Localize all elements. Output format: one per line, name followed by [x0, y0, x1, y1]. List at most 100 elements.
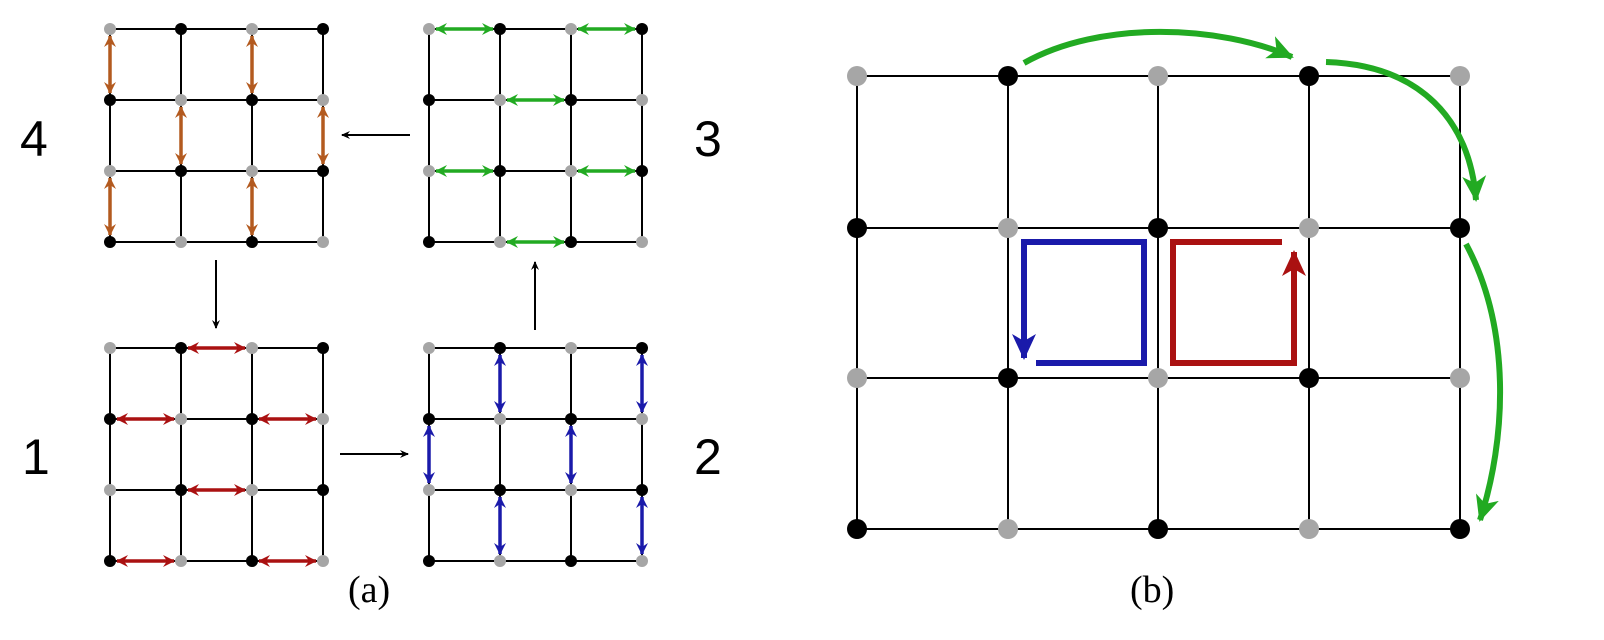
step-label-2: 2	[694, 429, 722, 485]
lattice-site	[565, 165, 577, 177]
lattice-site	[104, 555, 116, 567]
lattice-site	[317, 23, 329, 35]
lattice-site	[246, 23, 258, 35]
lattice-site	[494, 555, 506, 567]
lattice-site	[246, 165, 258, 177]
lattice-site	[1299, 66, 1319, 86]
lattice-site	[494, 342, 506, 354]
lattice-site	[175, 94, 187, 106]
lattice-site	[847, 218, 867, 238]
lattice-site	[565, 484, 577, 496]
lattice-site	[565, 555, 577, 567]
lattice-site	[565, 342, 577, 354]
lattice-site	[494, 484, 506, 496]
lattice-site	[317, 342, 329, 354]
green-hop-arrow-top	[1022, 28, 1294, 66]
lattice-site	[636, 555, 648, 567]
lattice-site	[998, 218, 1018, 238]
lattice-site	[494, 165, 506, 177]
lattice-site	[847, 368, 867, 388]
lattice-site	[317, 555, 329, 567]
lattice-site	[246, 94, 258, 106]
red-plaquette-loop-arrow	[1170, 239, 1306, 366]
lattice-site	[175, 484, 187, 496]
lattice-site	[104, 236, 116, 248]
lattice-site	[1148, 66, 1168, 86]
lattice-site	[104, 413, 116, 425]
lattice-site	[246, 236, 258, 248]
lattice-site	[175, 165, 187, 177]
lattice-site	[1450, 519, 1470, 539]
lattice-site	[565, 94, 577, 106]
lattice-site	[423, 165, 435, 177]
lattice-site	[636, 413, 648, 425]
lattice-site	[1450, 218, 1470, 238]
step-label-4: 4	[20, 111, 48, 167]
lattice-site	[565, 413, 577, 425]
lattice-site	[317, 165, 329, 177]
lattice-site	[1299, 218, 1319, 238]
lattice-site	[317, 236, 329, 248]
lattice-site	[423, 413, 435, 425]
lattice-site	[175, 23, 187, 35]
lattice-site	[565, 23, 577, 35]
lattice-site	[494, 236, 506, 248]
lattice-site	[494, 23, 506, 35]
lattice-step-2	[423, 342, 648, 567]
lattice-site	[104, 23, 116, 35]
lattice-site	[636, 23, 648, 35]
lattice-site	[1450, 66, 1470, 86]
lattice-site	[423, 94, 435, 106]
lattice-site	[494, 413, 506, 425]
lattice-site	[246, 484, 258, 496]
blue-plaquette-loop-arrow	[1012, 239, 1147, 366]
lattice-site	[636, 94, 648, 106]
lattice-site	[423, 342, 435, 354]
lattice-site	[104, 484, 116, 496]
lattice-site	[317, 413, 329, 425]
lattice-site	[998, 368, 1018, 388]
lattice-site	[104, 342, 116, 354]
lattice-site	[636, 165, 648, 177]
lattice-site	[847, 519, 867, 539]
lattice-site	[1450, 368, 1470, 388]
lattice-site	[423, 23, 435, 35]
lattice-site	[423, 236, 435, 248]
lattice-site	[636, 236, 648, 248]
lattice-site	[246, 413, 258, 425]
lattice-site	[246, 342, 258, 354]
lattice-step-4	[104, 23, 329, 248]
lattice-step-1	[104, 342, 329, 567]
lattice-site	[246, 555, 258, 567]
lattice-site	[636, 342, 648, 354]
lattice-site	[175, 236, 187, 248]
lattice-site	[1299, 519, 1319, 539]
lattice-site	[636, 484, 648, 496]
lattice-site	[1148, 368, 1168, 388]
lattice-site	[317, 484, 329, 496]
lattice-site	[1299, 368, 1319, 388]
lattice-site	[998, 66, 1018, 86]
lattice-site	[317, 94, 329, 106]
lattice-site	[104, 165, 116, 177]
caption-b: (b)	[1130, 569, 1174, 611]
lattice-site	[175, 413, 187, 425]
lattice-site	[104, 94, 116, 106]
lattice-site	[494, 94, 506, 106]
lattice-site	[565, 236, 577, 248]
green-hop-arrow-right-upper	[1325, 59, 1487, 202]
green-hop-arrow-right-lower	[1463, 242, 1504, 522]
lattice-large	[847, 66, 1470, 539]
lattice-step-3	[423, 23, 648, 248]
lattice-site	[1148, 218, 1168, 238]
lattice-site	[423, 484, 435, 496]
lattice-site	[423, 555, 435, 567]
step-label-1: 1	[22, 429, 50, 485]
lattice-site	[175, 555, 187, 567]
step-label-3: 3	[694, 111, 722, 167]
caption-a: (a)	[348, 569, 390, 611]
lattice-site	[998, 519, 1018, 539]
lattice-site	[847, 66, 867, 86]
lattice-site	[1148, 519, 1168, 539]
